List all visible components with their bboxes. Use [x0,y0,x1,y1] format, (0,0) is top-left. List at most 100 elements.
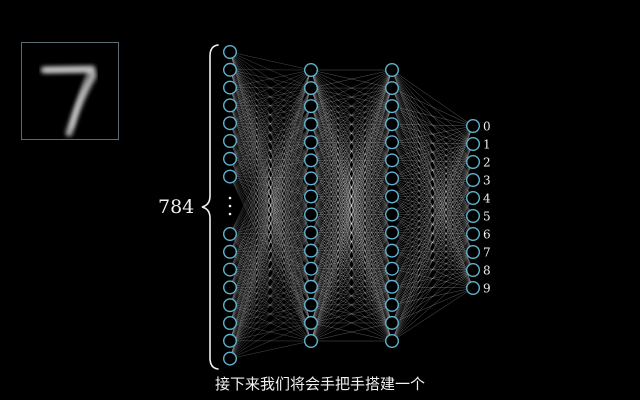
connection-line [229,160,312,252]
connection-line [391,142,474,181]
connection-line [310,106,393,305]
output-neuron [466,263,481,278]
connection-line [229,140,312,324]
connection-line [310,106,393,287]
connection-line [229,158,312,287]
connection-line [229,140,312,342]
connection-line [229,51,312,143]
connection-line [391,143,474,269]
connection-line [391,87,474,271]
connection-line [310,69,393,197]
connection-line [391,232,474,271]
connection-line [310,286,393,342]
connection-line [391,160,474,235]
connection-line [391,269,474,288]
connection-line [310,105,393,161]
connection-line [229,269,312,306]
hidden-layer-2-neuron [385,81,400,96]
hidden-layer-2-neuron [385,207,400,222]
connection-line [229,87,312,251]
connection-line [391,106,474,289]
connection-line [310,304,393,342]
connection-line [391,215,474,342]
connection-line [229,51,312,251]
connection-line [310,124,393,287]
connection-line [391,269,474,324]
hidden-layer-2-neuron [385,261,400,276]
connection-line [229,233,312,287]
connection-line [310,214,393,233]
connection-line [310,268,393,288]
connection-line [391,197,474,269]
connection-line [391,161,474,251]
connection-line [229,286,312,306]
hidden-layer-1-neuron [304,243,319,258]
connection-line [229,106,312,306]
connection-line [310,268,393,306]
connection-line [391,125,474,179]
connection-line [229,142,312,324]
connection-line [310,160,393,269]
connection-line [391,106,474,253]
connection-line [310,142,393,215]
connection-line [310,160,393,233]
input-neuron [222,316,237,331]
connection-line [229,87,312,215]
connection-line [391,143,474,324]
connection-line [229,269,312,342]
connection-line [229,69,312,124]
hidden-layer-2-neuron [385,279,400,294]
connection-line [310,196,393,269]
connection-line [391,142,474,289]
output-label: 9 [483,282,491,296]
connection-line [391,69,474,289]
connection-line [229,51,312,71]
connection-line [229,105,312,233]
connection-line [310,105,393,143]
connection-line [229,69,312,233]
connection-line [310,250,393,324]
connection-line [391,215,474,269]
connection-line [229,196,312,359]
connection-line [310,196,393,287]
connection-line [310,87,393,143]
connection-line [229,51,312,161]
output-label: 8 [483,264,491,278]
connection-line [310,87,393,251]
connection-line [310,196,393,324]
connection-line [229,340,312,359]
connection-line [310,196,393,269]
connection-line [310,106,393,269]
connection-line [391,251,474,288]
connection-line [229,87,312,324]
connection-line [391,143,474,287]
connection-line [229,51,312,342]
connection-line [229,106,312,324]
connection-line [229,214,312,235]
connection-line [229,69,312,215]
connection-line [310,87,393,287]
connection-line [229,158,312,305]
connection-line [310,123,393,161]
connection-line [391,69,474,145]
connection-line [310,160,393,324]
connection-line [310,178,393,233]
output-neuron [466,172,481,187]
connection-line [391,69,474,199]
connection-line [391,196,474,271]
connection-line [229,106,312,341]
connection-line [391,105,474,127]
connection-line [229,214,312,324]
connection-line [310,286,393,342]
output-label: 6 [483,228,491,242]
hidden-layer-2-neuron [385,225,400,240]
connection-line [229,51,312,233]
connection-line [391,160,474,163]
connection-line [229,51,312,107]
connection-line [229,123,312,287]
input-neuron [222,280,237,295]
connection-line [310,87,393,269]
connection-line [391,196,474,289]
connection-line [229,232,312,288]
connection-line [310,124,393,233]
